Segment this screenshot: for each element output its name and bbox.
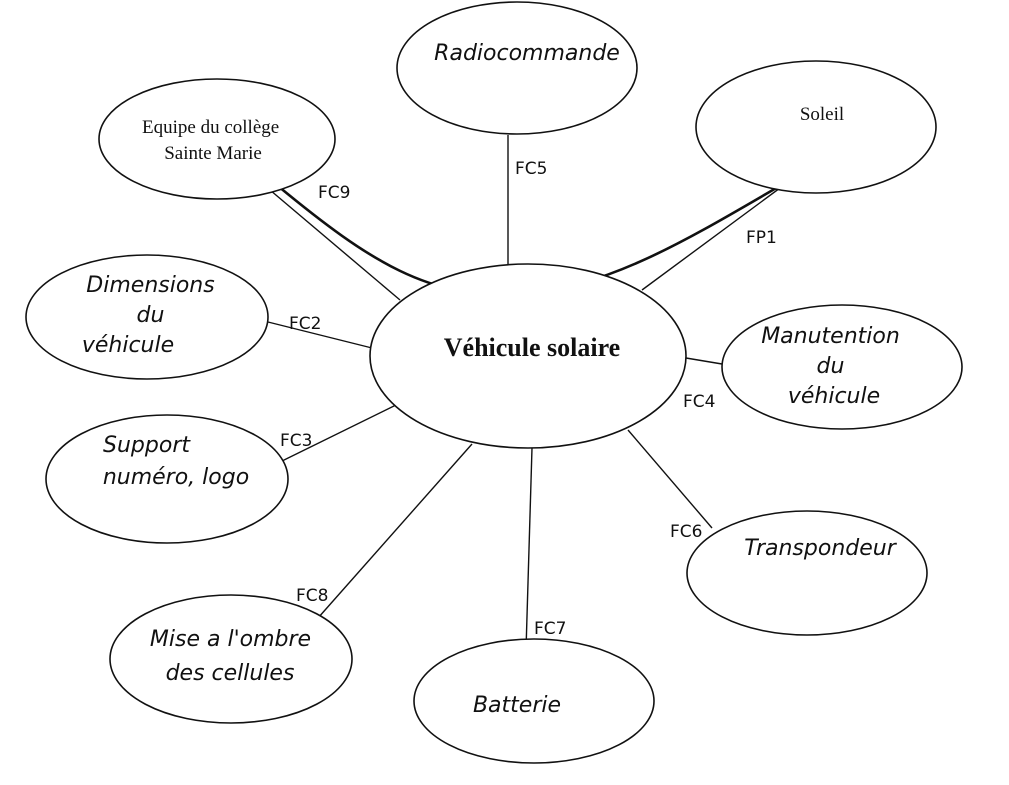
label-mise-ombre: Mise a l'ombre des cellules: [150, 627, 318, 686]
center-label: Véhicule solaire: [444, 333, 620, 362]
label-soleil: Soleil: [800, 104, 844, 125]
label-radiocommande: Radiocommande: [434, 41, 620, 66]
fc9-label: FC9: [318, 183, 350, 203]
link-support: [279, 403, 399, 463]
label-manutention: Manutention du véhicule: [761, 324, 907, 409]
node-manutention: [721, 304, 963, 430]
fc5-label: FC5: [515, 159, 547, 179]
link-equipe: [269, 189, 401, 301]
fc8-label: FC8: [296, 586, 328, 606]
fc6-label: FC6: [670, 522, 702, 542]
center-node: [369, 263, 687, 449]
label-equipe: Equipe du collège Sainte Marie: [142, 117, 284, 164]
node-support: [45, 414, 289, 544]
link-mise-ombre: [317, 443, 473, 619]
fp1-label: FP1: [746, 228, 777, 248]
node-dimensions: [25, 254, 269, 380]
node-transpondeur: [686, 510, 928, 636]
link-soleil: [641, 187, 781, 291]
node-radiocommande: [396, 1, 638, 135]
link-dimensions: [267, 321, 373, 349]
label-dimensions: Dimensions du véhicule: [82, 273, 222, 358]
fc2-label: FC2: [289, 314, 321, 334]
node-equipe: [98, 78, 336, 200]
node-batterie: [413, 638, 655, 764]
node-mise-ombre: [109, 594, 353, 724]
link-transpondeur: [627, 429, 713, 529]
link-batterie: [525, 447, 533, 651]
fc7-label: FC7: [534, 619, 566, 639]
node-soleil: [695, 60, 937, 194]
fc4-label: FC4: [683, 392, 715, 412]
fc3-label: FC3: [280, 431, 312, 451]
link-manutention: [685, 357, 723, 365]
label-transpondeur: Transpondeur: [744, 536, 897, 561]
label-batterie: Batterie: [473, 693, 561, 718]
label-support: Support numéro, logo: [103, 433, 249, 490]
